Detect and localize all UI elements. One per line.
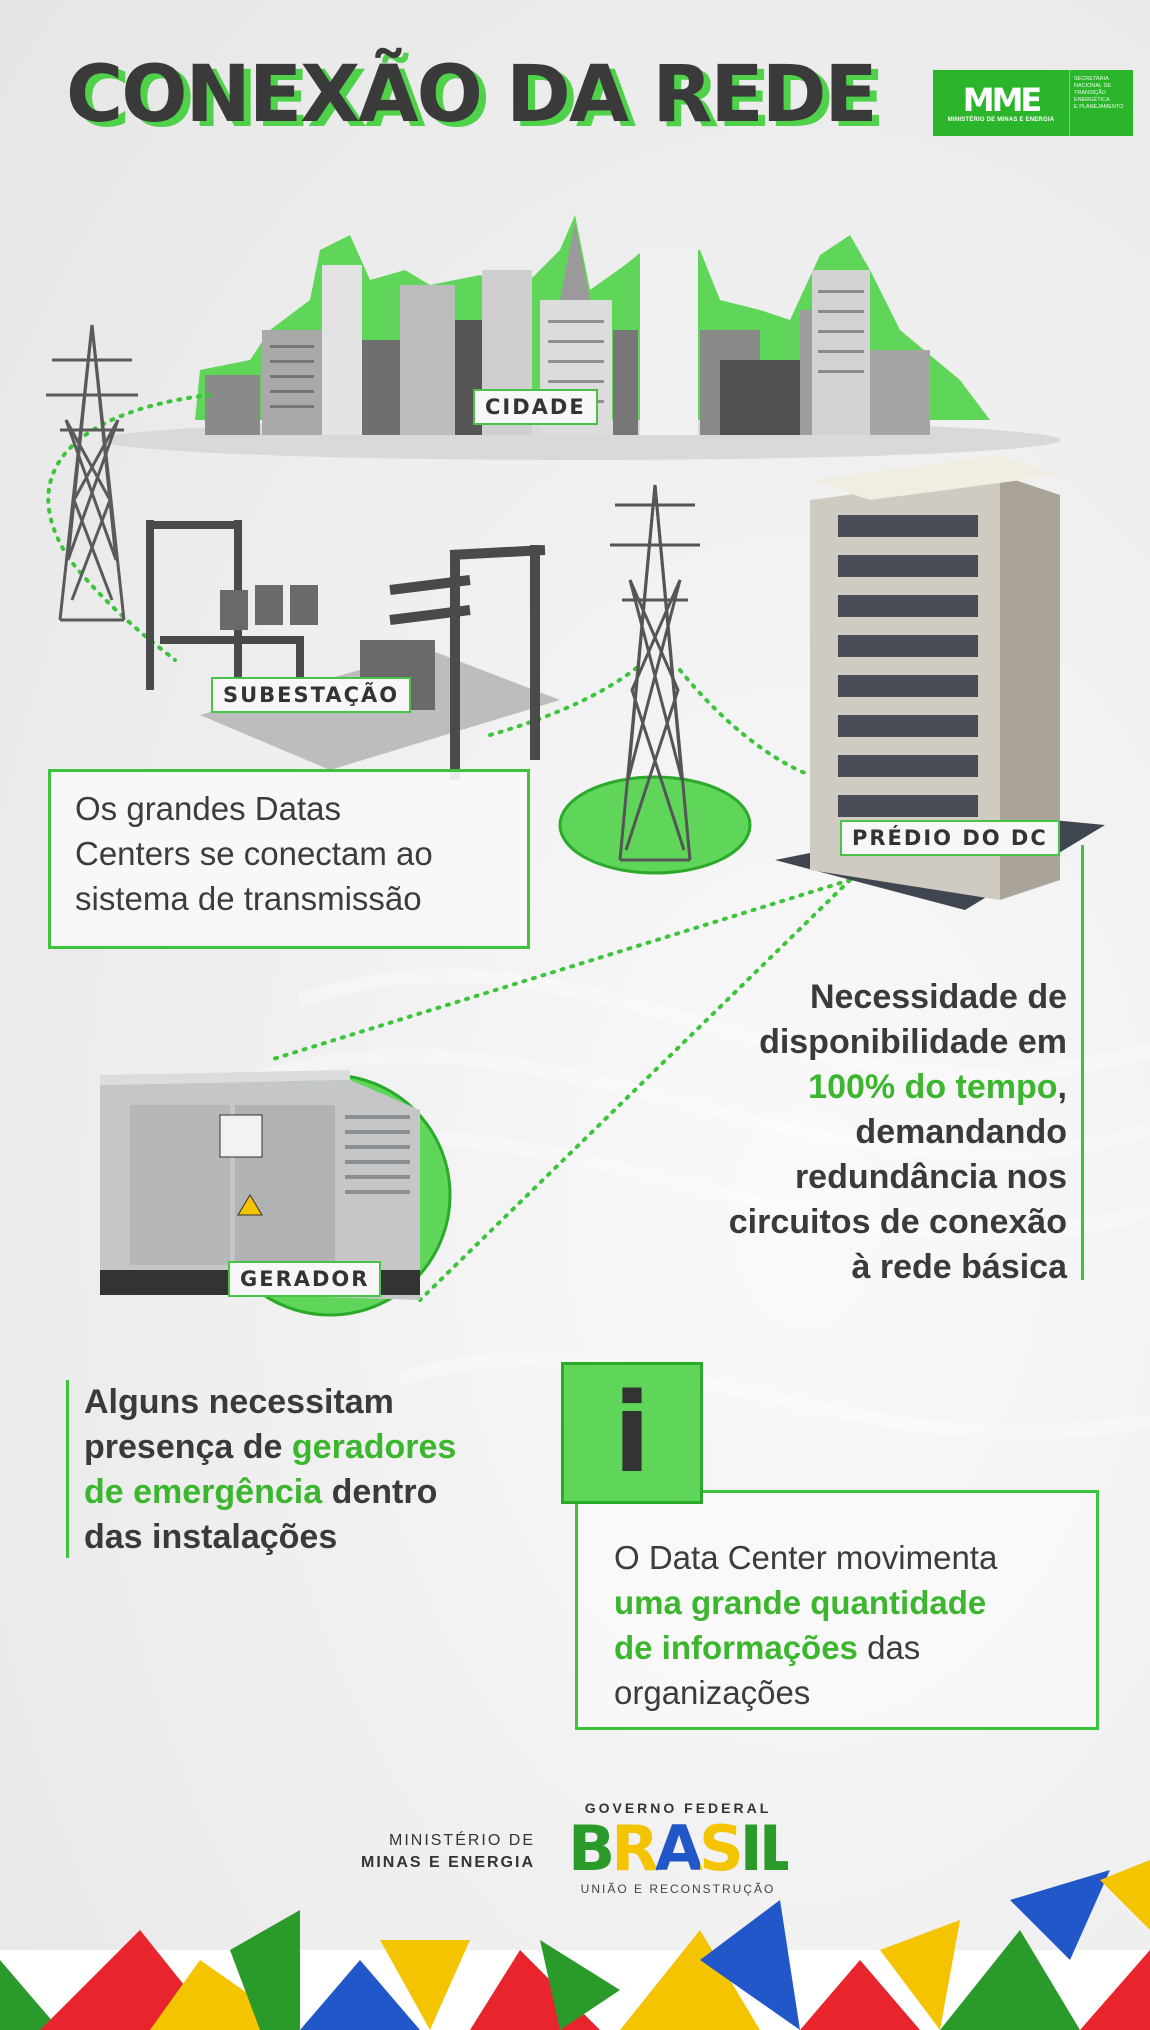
label-substation: SUBESTAÇÃO xyxy=(211,677,412,713)
text-fragment: das xyxy=(857,1629,921,1666)
text-line: O Data Center movimenta xyxy=(614,1539,998,1576)
text-line: Alguns necessitam xyxy=(84,1383,394,1421)
generators-text: Alguns necessitam presença de geradores … xyxy=(84,1380,544,1560)
text-line: de informações das xyxy=(614,1625,1096,1670)
availability-highlight: 100% do tempo xyxy=(808,1068,1058,1106)
availability-text: Necessidade de disponibilidade em 100% d… xyxy=(547,975,1067,1290)
text-line: Centers se conectam ao xyxy=(75,835,433,872)
generators-accent-line xyxy=(66,1380,69,1558)
mme-logo-subtitle: MINISTÉRIO DE MINAS E ENERGIA xyxy=(947,117,1055,123)
text-fragment: dentro xyxy=(322,1473,438,1511)
secretariat-line: TRANSIÇÃO ENERGÉTICA xyxy=(1074,90,1110,103)
connection-lines xyxy=(46,393,852,1302)
info-icon: i xyxy=(561,1362,703,1504)
mme-logo: MME MINISTÉRIO DE MINAS E ENERGIA SECRET… xyxy=(933,70,1133,136)
page-title: CONEXÃO DA REDE xyxy=(66,50,878,140)
text-line: Necessidade de xyxy=(809,978,1067,1016)
text-fragment: , xyxy=(1057,1068,1067,1106)
info-highlight: uma grande quantidade xyxy=(614,1584,987,1621)
text-line: presença de geradores xyxy=(84,1425,544,1470)
info-icon-glyph: i xyxy=(613,1369,651,1497)
text-fragment: presença de xyxy=(84,1428,292,1466)
label-dc-building: PRÉDIO DO DC xyxy=(840,820,1060,856)
info-textbox: O Data Center movimenta uma grande quant… xyxy=(575,1490,1099,1730)
left-tower-illustration xyxy=(46,324,138,622)
text-line: de emergência dentro xyxy=(84,1470,544,1515)
substation-illustration xyxy=(146,520,560,780)
text-line: disponibilidade em xyxy=(759,1023,1067,1061)
gov-logo: GOVERNO FEDERAL BRASIL UNIÃO E RECONSTRU… xyxy=(568,1800,798,1896)
ministry-line: MINISTÉRIO DE xyxy=(388,1832,535,1849)
label-city: CIDADE xyxy=(473,389,598,425)
info-highlight: de informações xyxy=(614,1629,858,1666)
text-line: sistema de transmissão xyxy=(75,880,422,917)
center-tower-illustration xyxy=(558,484,752,875)
mme-secretariat: SECRETARIA NACIONAL DE TRANSIÇÃO ENERGÉT… xyxy=(1070,70,1133,136)
text-line: uma grande quantidade xyxy=(614,1580,1096,1625)
transmission-textbox: Os grandes Datas Centers se conectam ao … xyxy=(48,769,530,949)
secretariat-line: E PLANEJAMENTO xyxy=(1074,104,1124,110)
text-line: demandando xyxy=(855,1113,1067,1151)
gov-logo-bottom: UNIÃO E RECONSTRUÇÃO xyxy=(580,1882,776,1896)
gov-logo-brasil: BRASIL xyxy=(568,1812,798,1885)
mme-logo-mark: MME xyxy=(962,81,1043,119)
dc-building-illustration xyxy=(775,455,1105,910)
gov-logo-top: GOVERNO FEDERAL xyxy=(584,1800,772,1816)
generators-highlight: de emergência xyxy=(84,1473,323,1511)
text-line: das instalações xyxy=(84,1518,338,1556)
text-line: redundância nos xyxy=(794,1158,1067,1196)
ministry-line-bold: MINAS E ENERGIA xyxy=(360,1854,535,1871)
text-line: organizações xyxy=(614,1674,811,1711)
text-line: Os grandes Datas xyxy=(75,790,341,827)
text-line: à rede básica xyxy=(851,1248,1067,1286)
generators-highlight: geradores xyxy=(291,1428,457,1466)
availability-accent-line xyxy=(1081,845,1084,1280)
decorative-geometric-pattern xyxy=(0,1860,1150,2030)
label-generator: GERADOR xyxy=(228,1261,382,1297)
ministry-line: MINAS E ENERGIA xyxy=(360,1852,535,1874)
text-line: circuitos de conexão xyxy=(728,1203,1067,1241)
mme-logo-mark-area: MME MINISTÉRIO DE MINAS E ENERGIA xyxy=(933,70,1070,136)
secretariat-line: SECRETARIA NACIONAL DE xyxy=(1074,76,1112,89)
text-line: 100% do tempo, xyxy=(547,1065,1067,1110)
footer-ministry: MINISTÉRIO DE MINAS E ENERGIA xyxy=(360,1830,535,1874)
